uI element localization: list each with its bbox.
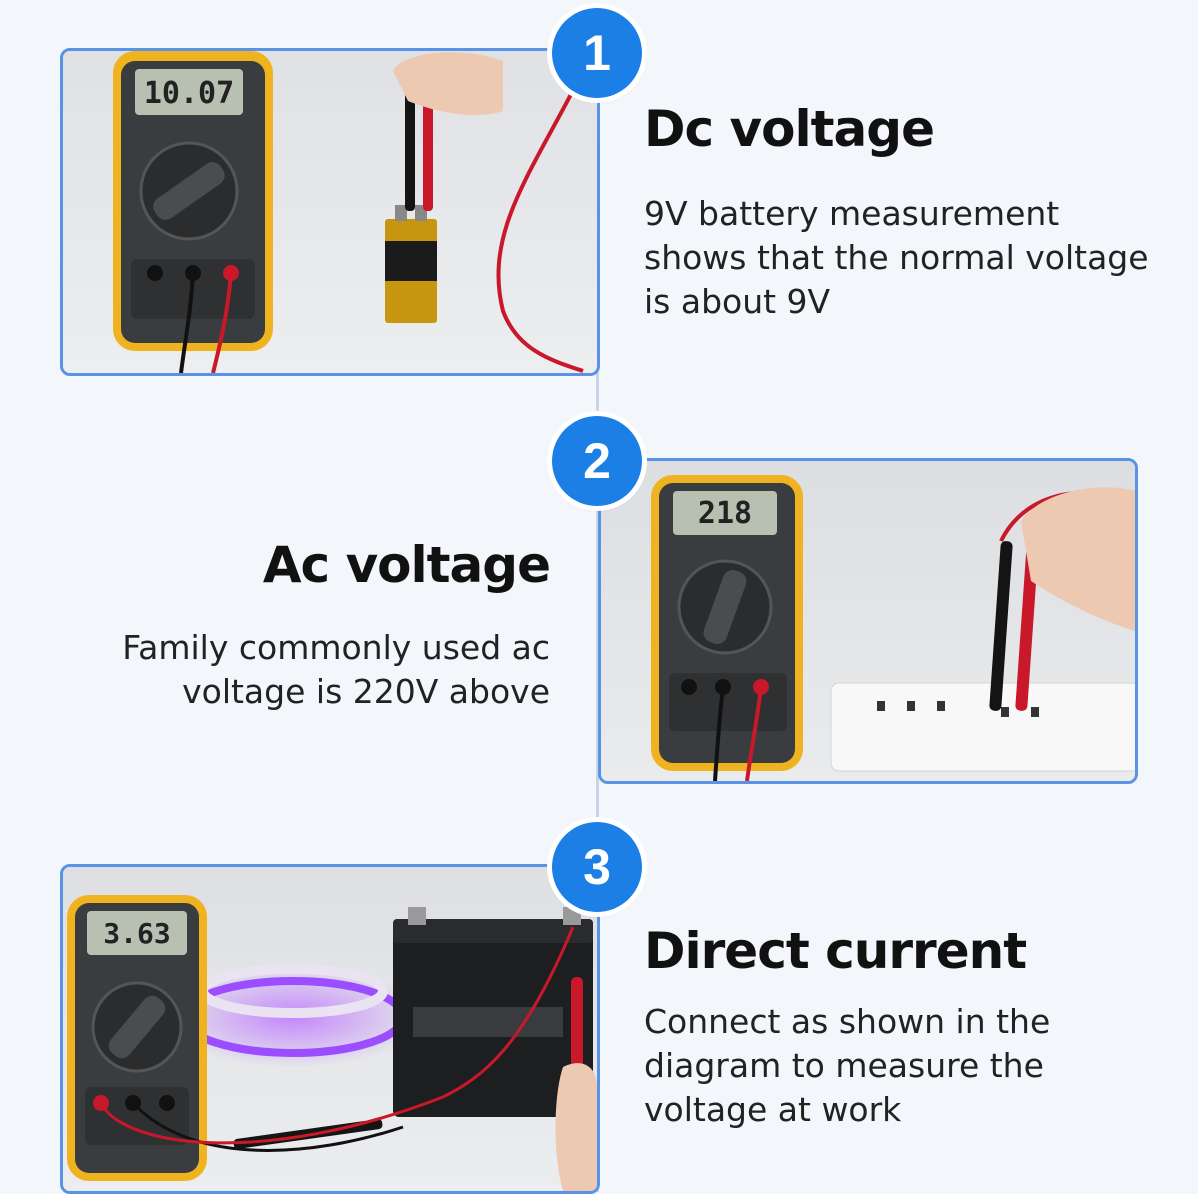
step-1-photo: 10.07 — [60, 48, 600, 376]
meter-reading-2: 218 — [698, 496, 752, 531]
power-strip-icon — [830, 682, 1135, 772]
step-2-photo: 218 — [598, 458, 1138, 784]
meter-reading-3: 3.63 — [103, 917, 170, 950]
step-1-badge: 1 — [552, 8, 642, 98]
multimeter-icon: 218 — [651, 475, 803, 771]
step-3-badge: 3 — [552, 822, 642, 912]
step-2-description: Family commonly used ac voltage is 220V … — [122, 628, 550, 711]
multimeter-icon: 10.07 — [113, 51, 273, 351]
step-1-description: 9V battery measurement shows that the no… — [644, 194, 1149, 321]
battery-icon — [385, 205, 437, 323]
step-3-title: Direct current — [644, 922, 1027, 980]
step-2-title: Ac voltage — [262, 536, 551, 594]
step-3-description: Connect as shown in the diagram to measu… — [644, 1002, 1051, 1129]
meter-reading-1: 10.07 — [144, 76, 234, 111]
step-3-photo: 3.63 — [60, 864, 600, 1194]
step-1-title: Dc voltage — [644, 100, 935, 158]
step-2-badge: 2 — [552, 416, 642, 506]
direct-current-illustration: 3.63 — [63, 867, 597, 1191]
hand-icon — [1021, 487, 1135, 631]
car-battery-icon — [393, 907, 593, 1117]
ac-voltage-illustration: 218 — [601, 461, 1135, 781]
dc-voltage-illustration: 10.07 — [63, 51, 597, 373]
multimeter-icon: 3.63 — [67, 895, 207, 1181]
hand-icon — [555, 1063, 597, 1191]
hand-icon — [393, 52, 503, 116]
vertical-divider — [596, 40, 599, 1192]
